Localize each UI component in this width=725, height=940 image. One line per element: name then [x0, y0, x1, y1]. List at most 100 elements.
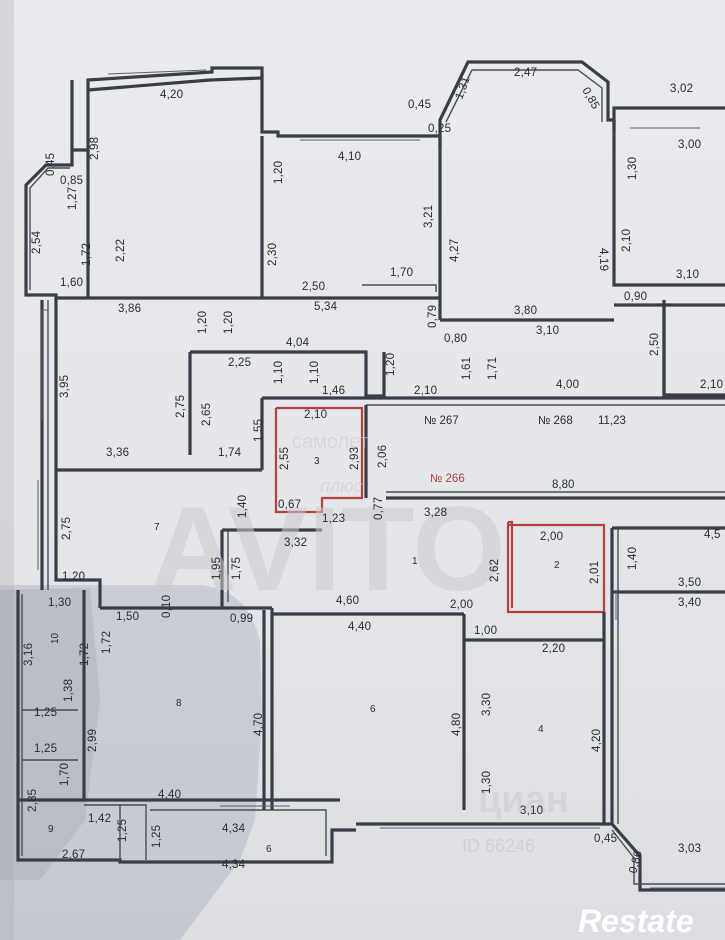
apartment-labels: № 267 № 268 № 266 11,23 8,80: [424, 415, 626, 491]
dim: 2,30: [267, 243, 279, 266]
dim: 1,70: [390, 267, 413, 279]
apartment-number-267: № 267: [424, 415, 459, 427]
dim: 0,67: [278, 499, 301, 511]
dim: 0,79: [427, 305, 439, 328]
dim: 1,72: [101, 631, 113, 654]
photo-shadow-dark: [0, 588, 100, 880]
apartment-number-268: № 268: [538, 415, 573, 427]
dim: 4,00: [556, 379, 579, 391]
dim: 0,99: [230, 613, 253, 625]
dim: 1,20: [223, 311, 235, 334]
dim: 4,80: [451, 713, 463, 736]
dim: 2,00: [540, 531, 563, 543]
dim: 1,42: [88, 813, 111, 825]
dim: 4,70: [253, 713, 265, 736]
room-numbers: 7 1 2 3 8 6 4 6 9 10: [48, 456, 560, 855]
dim: 2,55: [279, 447, 291, 470]
dim: 2,75: [175, 395, 187, 418]
dim: 1,46: [322, 385, 345, 397]
page-edge-shadow: [0, 0, 14, 940]
dim: 1,70: [59, 763, 71, 786]
dim: 0,10: [161, 595, 173, 618]
dim: 3,03: [678, 843, 701, 855]
corridor-length: 11,23: [598, 415, 626, 427]
dim: 3,00: [678, 139, 701, 151]
room-number: 3: [314, 456, 320, 467]
dim: 4,04: [286, 337, 310, 349]
room-number: 1: [412, 556, 418, 567]
watermarks: самолет плюс AVITO циан ID 66246: [150, 431, 569, 856]
apartment-number-266: № 266: [430, 473, 465, 485]
dim: 4,34: [222, 823, 246, 835]
dim: 0,77: [373, 497, 385, 520]
dim: 3,86: [118, 303, 141, 315]
watermark-samolet: самолет: [292, 431, 369, 453]
dim: 1,75: [231, 557, 243, 580]
dim: 0,45: [45, 153, 57, 176]
dim: 0,25: [428, 123, 451, 135]
dim: 3,40: [678, 597, 701, 609]
dim: 1,38: [63, 679, 75, 702]
dim: 3,10: [536, 325, 559, 337]
dim: 1,72: [79, 643, 91, 666]
watermark-plus: плюс: [320, 476, 363, 496]
dim: 3,10: [520, 805, 543, 817]
room-number: 10: [50, 632, 61, 644]
dim: 5,34: [314, 301, 338, 313]
room-number: 8: [176, 698, 182, 709]
dim: 2,99: [87, 729, 99, 752]
dim: 2,00: [450, 599, 473, 611]
dim: 2,47: [514, 67, 537, 79]
dim: 4,40: [158, 789, 181, 801]
dim: 4,20: [160, 89, 183, 101]
dim: 1,20: [197, 311, 209, 334]
dim: 1,60: [60, 277, 83, 289]
dim: 0,45: [408, 99, 431, 111]
dim: 1,50: [116, 611, 139, 623]
dim: 2,67: [62, 849, 85, 861]
dim: 3,30: [481, 693, 493, 716]
dim: 4,19: [597, 248, 609, 271]
room-number: 4: [538, 724, 544, 735]
dim: 1,23: [322, 513, 345, 525]
dimension-labels: 4,20 2,98 4,10 1,20 3,21 4,27 2,47 1,31 …: [23, 67, 723, 875]
watermark-cian: циан: [478, 779, 569, 821]
dim: 1,40: [237, 495, 249, 518]
dim: 1,25: [34, 743, 57, 755]
dim: 3,28: [424, 507, 447, 519]
corridor-length-2: 8,80: [552, 479, 574, 491]
dim: 3,50: [678, 577, 701, 589]
dim: 2,22: [115, 239, 127, 262]
dim: 2,01: [589, 561, 601, 584]
dim: 4,40: [348, 621, 371, 633]
dim: 3,02: [670, 83, 693, 95]
dim: 1,00: [474, 625, 497, 637]
dim: 1,30: [481, 771, 493, 794]
dim: 2,10: [414, 385, 437, 397]
dim: 1,30: [48, 597, 71, 609]
dim: 1,25: [34, 707, 57, 719]
watermark-id: ID 66246: [462, 836, 535, 856]
dim: 2,10: [621, 229, 633, 252]
dim: 1,25: [151, 825, 163, 848]
dim: 2,10: [700, 379, 723, 391]
dim: 2,85: [27, 789, 39, 812]
dim: 2,10: [304, 409, 327, 421]
dim: 3,36: [106, 447, 129, 459]
dim: 0,86: [627, 849, 645, 875]
dim: 1,31: [454, 75, 473, 101]
dim: 2,62: [489, 559, 501, 582]
room-number: 6: [370, 704, 376, 715]
dim: 2,98: [89, 137, 101, 160]
dim: 0,85: [60, 175, 83, 187]
dim: 2,93: [349, 447, 361, 470]
dim: 4,60: [336, 595, 359, 607]
dim: 2,25: [228, 357, 251, 369]
dim: 1,27: [67, 187, 79, 210]
dim: 1,10: [309, 361, 321, 384]
dim: 4,5: [704, 529, 721, 541]
dim: 0,80: [444, 333, 467, 345]
dim: 3,21: [423, 205, 435, 228]
dim: 1,20: [385, 353, 397, 376]
